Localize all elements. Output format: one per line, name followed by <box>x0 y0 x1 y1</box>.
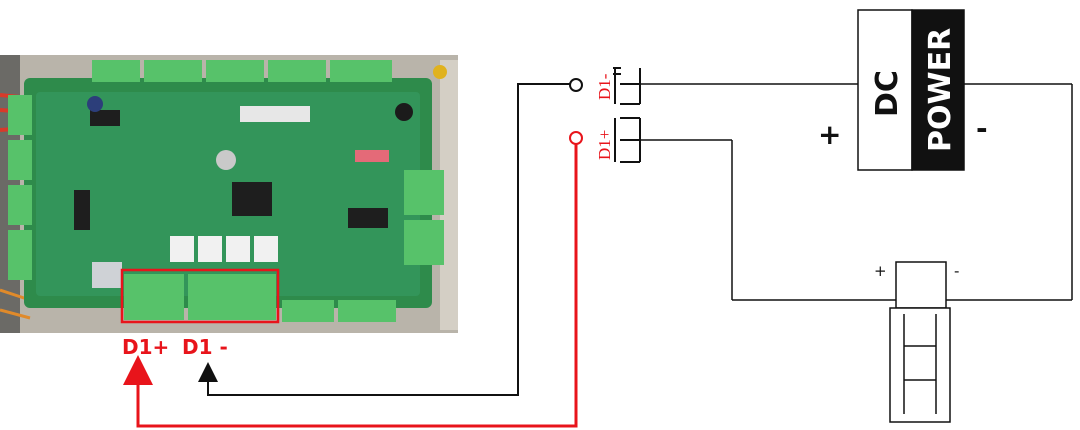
lock-body <box>895 261 947 309</box>
relay-label-d1-minus: D1- <box>595 73 614 100</box>
power-box <box>911 9 965 171</box>
red-signal-wire <box>123 144 578 428</box>
board-label-d1-minus: D1 - <box>182 335 228 359</box>
power-minus-sign: - <box>976 112 988 145</box>
board-label-d1-plus: D1+ <box>122 335 169 359</box>
relay-contact-symbol <box>613 67 641 163</box>
power-label: POWER <box>923 28 958 152</box>
controller-board-photo <box>0 55 458 333</box>
circuit-lines <box>640 83 1073 301</box>
lock-symbol <box>889 261 951 423</box>
dc-label: DC <box>870 70 905 117</box>
dc-box <box>857 9 913 171</box>
black-ground-wire <box>198 83 570 396</box>
right-terminal-blocks <box>404 170 444 265</box>
relay-label-d1-plus: D1+ <box>595 130 614 160</box>
dc-power-supply: DC POWER <box>857 9 965 171</box>
highlight-box <box>120 268 280 324</box>
lock-minus-sign: - <box>954 262 959 280</box>
top-terminal-blocks <box>92 60 392 82</box>
left-terminal-blocks <box>8 95 32 280</box>
contact-circle-minus <box>569 78 583 92</box>
lock-plus-sign: + <box>874 262 887 280</box>
bottom-terminal-blocks <box>124 274 396 322</box>
lock-bolt <box>889 307 951 423</box>
contact-circle-plus <box>569 131 583 145</box>
power-plus-sign: + <box>818 118 841 151</box>
